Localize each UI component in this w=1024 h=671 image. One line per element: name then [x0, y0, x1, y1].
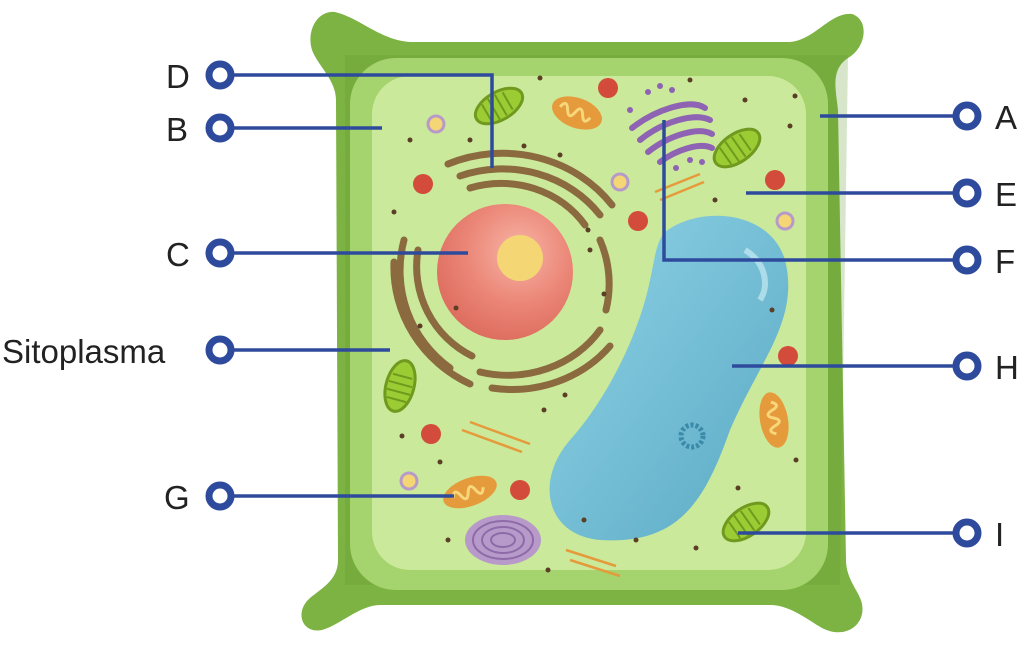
label-b: B [166, 111, 189, 148]
mitochondria [443, 96, 789, 509]
label-d: D [166, 58, 190, 95]
marker-d [205, 60, 235, 90]
vesicles [399, 114, 795, 491]
label-h: H [995, 349, 1019, 386]
marker-e [952, 178, 982, 208]
label-c: C [166, 236, 190, 273]
leader-lines [228, 73, 958, 535]
label-f: F [995, 243, 1016, 280]
marker-sitoplasma [205, 335, 235, 365]
label-g: G [164, 479, 190, 516]
label-i: I [995, 516, 1005, 553]
marker-h [952, 351, 982, 381]
marker-f [952, 245, 982, 275]
lysosome [465, 515, 541, 565]
marker-a [952, 101, 982, 131]
label-a: A [995, 99, 1018, 136]
label-e: E [995, 176, 1018, 213]
vacuole-granule [678, 422, 706, 450]
marker-b [205, 113, 235, 143]
label-markers [205, 60, 982, 548]
label-sitoplasma: Sitoplasma [2, 333, 166, 370]
marker-c [205, 238, 235, 268]
endoplasmic-reticulum [390, 149, 616, 393]
nucleolus [497, 235, 543, 281]
leader-line-d [228, 73, 494, 168]
ribosomes [413, 78, 798, 500]
marker-g [205, 481, 235, 511]
vacuole [549, 215, 789, 541]
cytoskeleton [461, 172, 705, 578]
leader-line-f [662, 120, 958, 262]
marker-i [952, 518, 982, 548]
chloroplasts [383, 86, 771, 543]
cytoplasm-particles [391, 75, 799, 573]
